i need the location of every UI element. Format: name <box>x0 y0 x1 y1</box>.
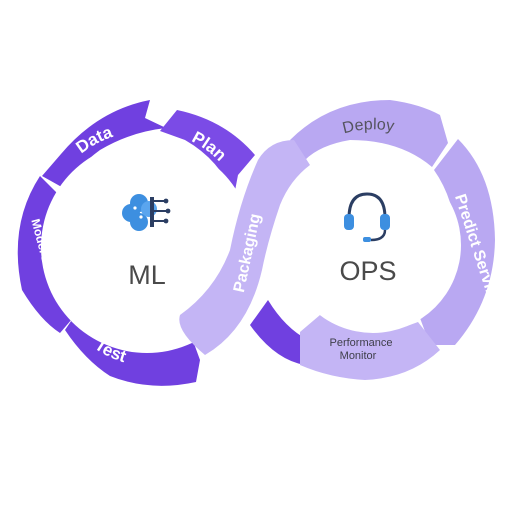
ops-center-label: OPS <box>339 256 396 286</box>
ops-center-disc <box>285 157 461 333</box>
ops-ring <box>179 100 495 380</box>
ops-stage-performance-monitor-line2: Monitor <box>340 350 377 362</box>
headset-icon <box>344 192 390 242</box>
brain-circuit-icon <box>122 194 171 231</box>
ml-segment-data <box>42 100 166 190</box>
ml-ring <box>17 100 308 386</box>
ops-stage-deploy: Deploy <box>341 116 396 137</box>
ops-segment-deploy <box>290 100 448 167</box>
ml-segment-plan <box>160 110 255 196</box>
ml-center-label: ML <box>128 260 166 290</box>
ops-stage-performance-monitor-line1: Performance <box>330 337 393 349</box>
ml-crossover-band <box>250 300 308 365</box>
ops-segment-performance-monitor <box>300 315 440 380</box>
ops-segment-packaging <box>179 140 310 355</box>
